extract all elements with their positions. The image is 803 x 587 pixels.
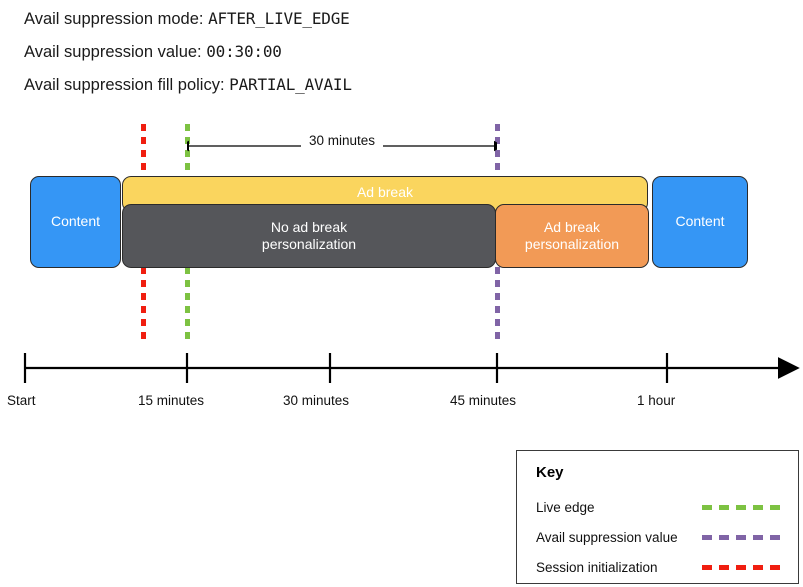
ad-break-personalization-line2: personalization [524,236,620,252]
param-line-avail-suppression-fill-policy: Avail suppression fill policy: PARTIAL_A… [24,75,352,95]
key-legend-title: Key [536,464,564,481]
key-legend-row-avail-suppression-value: Avail suppression value [536,528,786,546]
ad-break-personalization-block-label: Ad break personalization [525,219,619,254]
axis-tick-label-1-hour: 1 hour [637,393,676,408]
key-legend-box: Key Live edge Avail suppression value Se… [516,450,799,584]
key-legend-swatch-avail-suppression-value [702,534,786,540]
axis-tick-label-45-minutes: 45 minutes [450,393,517,408]
param-line-avail-suppression-value: Avail suppression value: 00:30:00 [24,42,282,62]
content-block-left-label: Content [50,213,101,230]
no-ad-break-personalization-block-label: No ad break personalization [262,219,356,254]
param-label-avail-suppression-fill-policy: Avail suppression fill policy: [24,76,225,94]
param-value-avail-suppression-value: 00:30:00 [206,42,282,61]
param-label-avail-suppression-value: Avail suppression value: [24,43,202,61]
no-ad-break-personalization-line2: personalization [261,236,357,252]
param-line-avail-suppression-mode: Avail suppression mode: AFTER_LIVE_EDGE [24,9,350,29]
key-legend-label-session-initialization: Session initialization [536,559,658,575]
ad-break-personalization-line1: Ad break [543,218,601,235]
axis-tick-label-start: Start [7,393,36,408]
content-block-right-label: Content [675,213,725,230]
thirty-minutes-measure-label: 30 minutes [300,133,384,148]
timeline-axis [23,353,800,383]
key-legend-swatch-session-initialization [702,564,786,570]
key-legend-label-avail-suppression-value: Avail suppression value [536,529,678,545]
no-ad-break-personalization-line1: No ad break [270,218,348,235]
live-edge-marker-line-bottom [185,267,190,345]
ad-break-block-label: Ad break [356,184,414,201]
content-block-left[interactable]: Content [30,176,121,268]
axis-tick-label-30-minutes: 30 minutes [283,393,350,408]
key-legend-label-live-edge: Live edge [536,499,595,515]
session-initialization-marker-line-top [141,124,146,178]
key-legend-swatch-live-edge [702,504,786,510]
thirty-minutes-measure-label-wrap: 30 minutes [187,132,497,150]
session-initialization-marker-line-bottom [141,267,146,345]
no-ad-break-personalization-block[interactable]: No ad break personalization [122,204,496,268]
key-legend-row-live-edge: Live edge [536,498,786,516]
avail-suppression-marker-line-bottom [495,267,500,345]
avail-suppression-marker-line-top [495,124,500,178]
axis-tick-label-15-minutes: 15 minutes [138,393,205,408]
ad-break-personalization-block[interactable]: Ad break personalization [495,204,649,268]
key-legend-row-session-initialization: Session initialization [536,558,786,576]
param-value-avail-suppression-fill-policy: PARTIAL_AVAIL [229,75,352,94]
param-value-avail-suppression-mode: AFTER_LIVE_EDGE [208,9,350,28]
param-label-avail-suppression-mode: Avail suppression mode: [24,10,204,28]
content-block-right[interactable]: Content [652,176,748,268]
